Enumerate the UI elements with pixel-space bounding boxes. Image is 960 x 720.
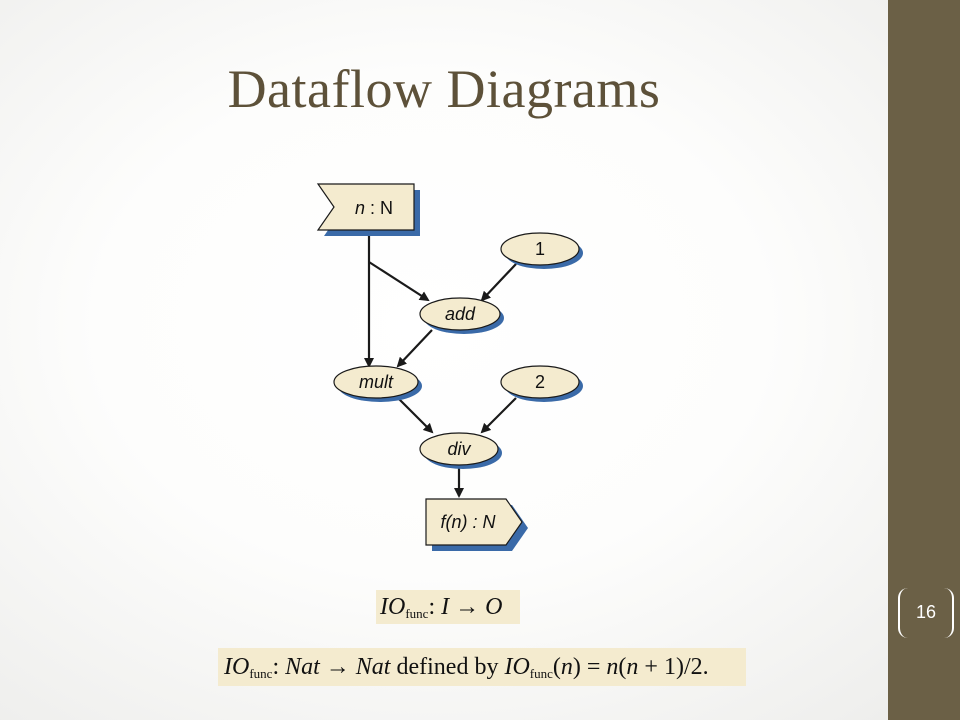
io-arrow: → — [449, 594, 486, 620]
io-input: I — [441, 594, 450, 620]
def-expr-open: ( — [618, 654, 627, 680]
input-node-sep: : — [365, 198, 380, 218]
const-node-1: 1 — [500, 232, 583, 269]
add-node: add — [419, 297, 504, 334]
div-node: div — [419, 432, 502, 469]
input-node-type: N — [380, 198, 393, 218]
input-node-var: n — [355, 198, 365, 218]
slide-title: Dataflow Diagrams — [227, 59, 661, 119]
output-node-suffix: ) : — [460, 512, 483, 532]
def-defined-by: defined by — [390, 654, 505, 680]
def-expr-rest: + 1)/2. — [638, 654, 709, 680]
io-definition-formula: IOfunc: Nat → Nat defined by IOfunc(n) =… — [218, 648, 746, 686]
def-io-label: IO — [224, 654, 250, 680]
io-output: O — [485, 594, 503, 620]
svg-text:f(n) : N: f(n) : N — [440, 512, 496, 532]
def-arg-open: ( — [552, 654, 561, 680]
def-io-subscript: func — [249, 666, 273, 681]
svg-text:n : N: n : N — [355, 198, 393, 218]
mult-node: mult — [333, 365, 422, 402]
add-node-label: add — [445, 304, 476, 324]
output-node: f(n) : N — [425, 498, 528, 551]
const-node-1-label: 1 — [535, 239, 545, 259]
io-label: IO — [380, 594, 406, 620]
def-colon: : — [272, 654, 286, 680]
def-n1: n — [606, 654, 619, 680]
const-node-2: 2 — [500, 365, 583, 402]
edge-two-to-div — [480, 397, 517, 434]
def-n2: n — [626, 654, 639, 680]
input-node: n : N — [316, 183, 420, 236]
page-number: 16 — [915, 602, 937, 622]
def-arg-close: ) = — [572, 654, 607, 680]
output-node-type: N — [483, 512, 497, 532]
def-io2-subscript: func — [529, 666, 553, 681]
def-codomain: Nat — [355, 654, 391, 680]
io-subscript: func — [405, 606, 429, 621]
def-arrow: → — [319, 654, 356, 680]
output-node-prefix: f( — [440, 512, 453, 532]
io-signature-formula: IOfunc: I → O — [376, 590, 520, 624]
edges — [364, 230, 517, 498]
mult-node-label: mult — [359, 372, 394, 392]
page-number-frame — [898, 588, 954, 638]
div-node-label: div — [447, 439, 471, 459]
def-arg: n — [560, 654, 573, 680]
edge-mult-to-div — [397, 397, 434, 434]
edge-one-to-add — [480, 263, 517, 302]
const-node-2-label: 2 — [535, 372, 545, 392]
dataflow-diagram: n : N 1 add mult 2 div f(n) : N — [316, 183, 583, 551]
slide-sidebar — [888, 0, 960, 720]
edge-input-to-add — [368, 261, 430, 302]
output-node-var: n — [451, 512, 461, 532]
edge-add-to-mult — [396, 329, 433, 368]
def-io2-label: IO — [504, 654, 530, 680]
def-domain: Nat — [285, 654, 320, 680]
io-colon: : — [428, 594, 442, 620]
